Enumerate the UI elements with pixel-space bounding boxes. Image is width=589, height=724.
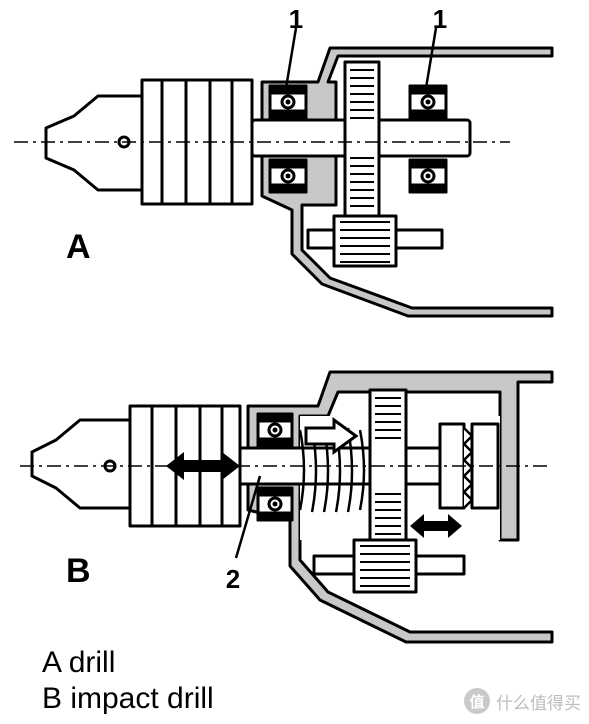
watermark-badge-icon: 值 [464,688,490,714]
legend-line-b: B impact drill [42,682,214,715]
pinion-gear-b [352,538,418,594]
housing-a [260,46,554,318]
figure-a-drill [44,27,554,318]
figure-label-b: B [66,552,91,590]
watermark: 值 什么值得买 [464,688,581,714]
hollow-arrow-icon-spindle [304,417,359,455]
bearing-a-left-top [268,84,308,120]
watermark-text: 什么值得买 [496,693,581,714]
double-arrow-icon-ratchet [410,514,462,538]
callout-1-right: 1 [433,4,447,34]
legend-line-a: A drill [42,646,116,679]
bearing-b-top [256,412,294,448]
bearing-a-right-top [408,84,448,120]
main-gear-a [343,60,381,218]
bearing-b-bottom [256,486,294,522]
return-spring [298,427,366,513]
callout-2: 2 [226,564,240,594]
pinion-gear-a [332,214,398,268]
bearing-a-left-bottom [268,158,308,194]
bearing-a-right-bottom [408,158,448,194]
figure-b-impact-drill [30,370,554,644]
figure-label-a: A [66,228,91,266]
callout-1-left: 1 [289,4,303,34]
double-arrow-icon-chuck [166,452,240,480]
